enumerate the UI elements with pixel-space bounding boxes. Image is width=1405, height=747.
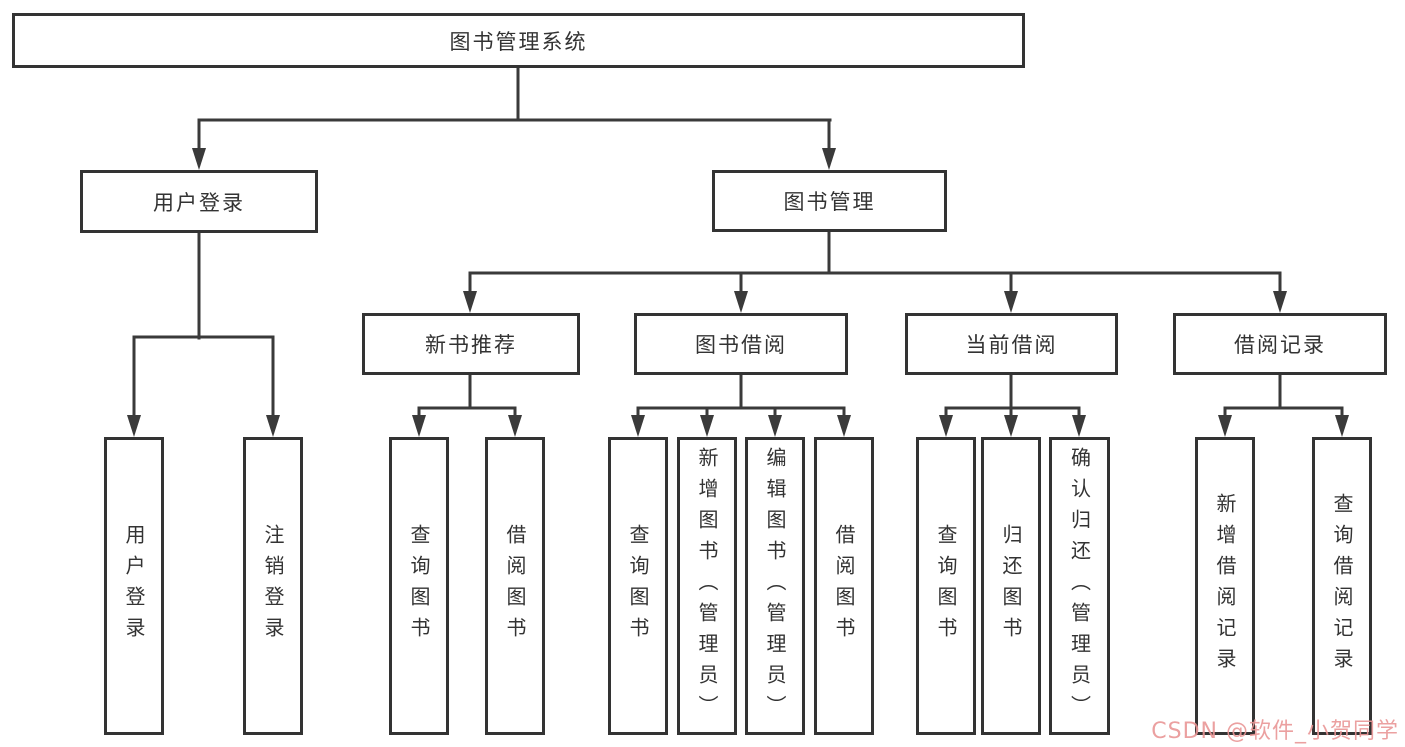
node-book-borrow: 图书借阅 — [634, 313, 848, 375]
leaf-logout: 注销登录 — [243, 437, 303, 735]
leaf-edit-book-admin: 编辑图书（管理员） — [745, 437, 805, 735]
leaf-add-borrow-record-label: 新增借阅记录 — [1213, 493, 1237, 679]
node-new-book-recommend-label: 新书推荐 — [425, 333, 517, 357]
leaf-query-books-borrow: 查询图书 — [608, 437, 668, 735]
csdn-watermark: CSDN @软件_小贺同学 — [1151, 719, 1399, 744]
leaf-query-books-borrow-label: 查询图书 — [626, 524, 650, 648]
leaf-query-books-recommend: 查询图书 — [389, 437, 449, 735]
node-current-borrow: 当前借阅 — [905, 313, 1118, 375]
leaf-borrow-books: 借阅图书 — [814, 437, 874, 735]
leaf-borrow-books-recommend: 借阅图书 — [485, 437, 545, 735]
leaf-return-book-label: 归还图书 — [999, 524, 1023, 648]
leaf-return-book: 归还图书 — [981, 437, 1041, 735]
node-user-login-label: 用户登录 — [153, 190, 245, 215]
node-book-borrow-label: 图书借阅 — [695, 333, 787, 357]
node-borrow-records-label: 借阅记录 — [1234, 333, 1326, 357]
node-borrow-records: 借阅记录 — [1173, 313, 1387, 375]
leaf-user-login-label: 用户登录 — [122, 524, 146, 648]
leaf-add-book-admin: 新增图书（管理员） — [677, 437, 737, 735]
leaf-borrow-books-recommend-label: 借阅图书 — [503, 524, 527, 648]
node-new-book-recommend: 新书推荐 — [362, 313, 580, 375]
node-system-root-label: 图书管理系统 — [449, 29, 588, 54]
leaf-user-login: 用户登录 — [104, 437, 164, 735]
leaf-query-books-recommend-label: 查询图书 — [407, 524, 431, 648]
node-user-login: 用户登录 — [80, 170, 318, 233]
leaf-query-books-current-label: 查询图书 — [934, 524, 958, 648]
leaf-query-borrow-record-label: 查询借阅记录 — [1330, 493, 1354, 679]
node-system-root: 图书管理系统 — [12, 13, 1025, 68]
leaf-borrow-books-label: 借阅图书 — [832, 524, 856, 648]
leaf-add-book-admin-label: 新增图书（管理员） — [695, 446, 719, 726]
leaf-edit-book-admin-label: 编辑图书（管理员） — [763, 446, 787, 726]
node-book-management: 图书管理 — [712, 170, 947, 232]
leaf-query-borrow-record: 查询借阅记录 — [1312, 437, 1372, 735]
node-book-management-label: 图书管理 — [783, 190, 876, 214]
node-current-borrow-label: 当前借阅 — [965, 333, 1058, 357]
leaf-query-books-current: 查询图书 — [916, 437, 976, 735]
leaf-confirm-return-admin: 确认归还（管理员） — [1049, 437, 1110, 735]
leaf-add-borrow-record: 新增借阅记录 — [1195, 437, 1255, 735]
leaf-logout-label: 注销登录 — [261, 524, 285, 648]
leaf-confirm-return-admin-label: 确认归还（管理员） — [1067, 446, 1092, 726]
